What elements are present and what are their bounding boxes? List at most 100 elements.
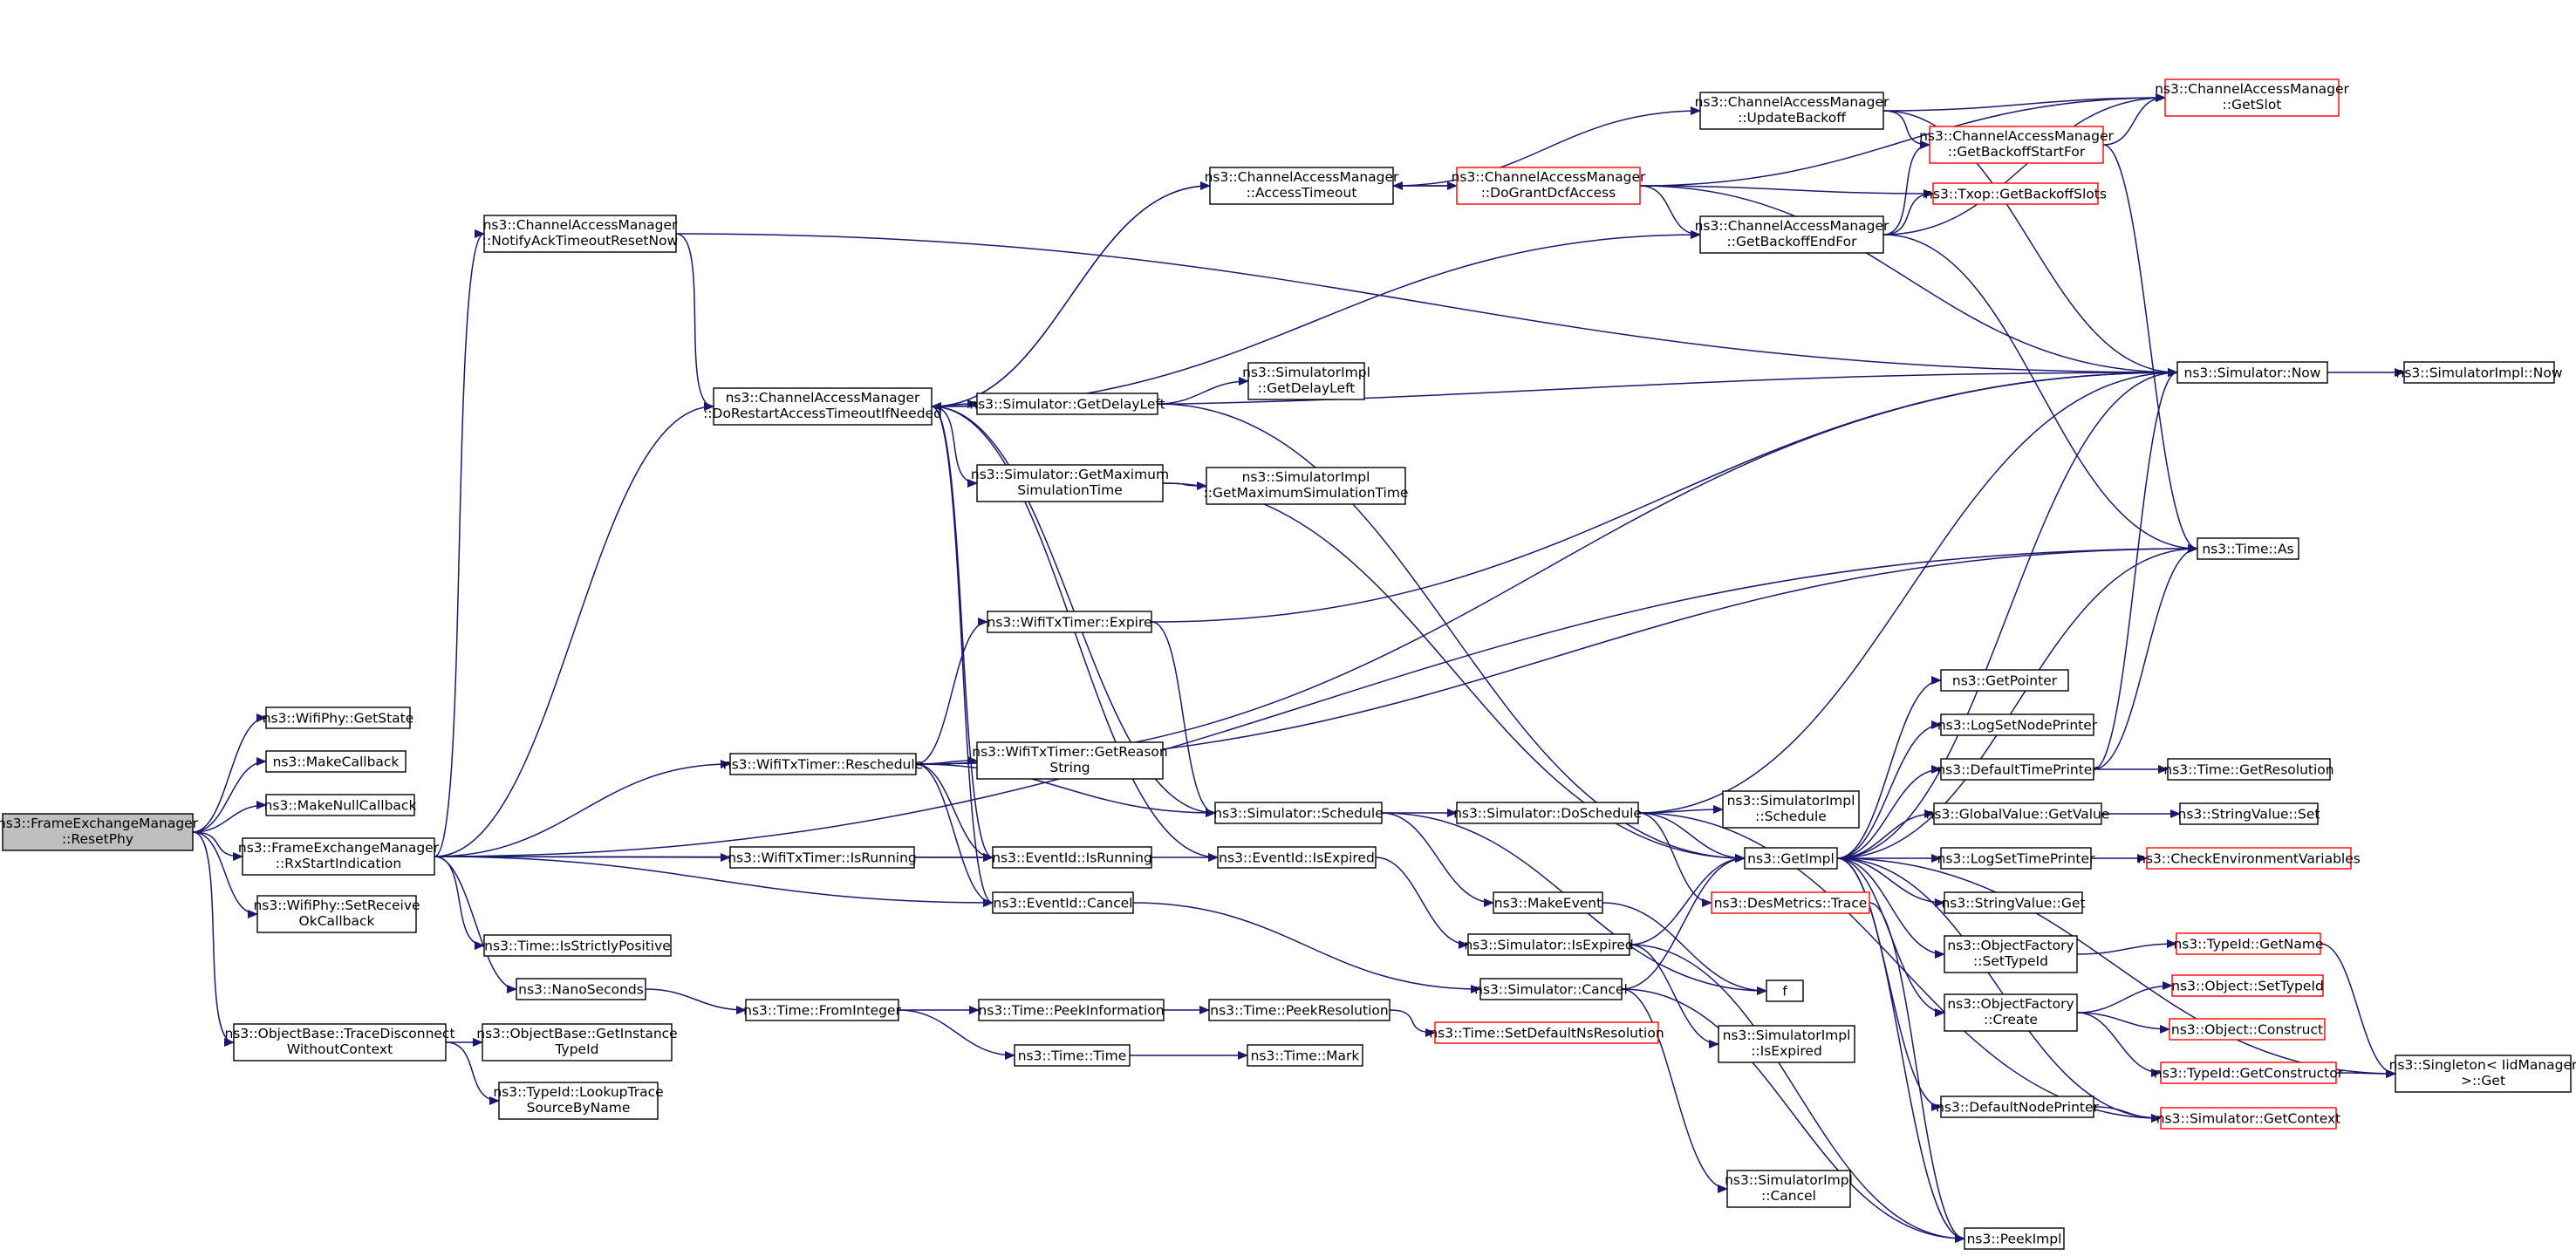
node-objsettypeid[interactable]: ns3::Object::SetTypeId — [2171, 974, 2324, 997]
node-dograntdcf[interactable]: ns3::ChannelAccessManager::DoGrantDcfAcc… — [1452, 167, 1646, 205]
node-box — [1699, 92, 1884, 130]
node-peekresolution[interactable]: ns3::Time::PeekResolution — [1208, 999, 1390, 1021]
node-resetphy[interactable]: ns3::FrameExchangeManager::ResetPhy — [0, 813, 199, 851]
node-dorestart[interactable]: ns3::ChannelAccessManager::DoRestartAcce… — [703, 387, 942, 426]
node-label: ns3::MakeEvent — [1494, 896, 1602, 911]
node-getstate[interactable]: ns3::WifiPhy::GetState — [263, 706, 414, 729]
node-label: ::DoRestartAccessTimeoutIfNeeded — [703, 406, 942, 421]
node-reschedule[interactable]: ns3::WifiTxTimer::Reschedule — [723, 753, 923, 775]
node-makecallback[interactable]: ns3::MakeCallback — [265, 750, 407, 773]
node-simcancel[interactable]: ns3::Simulator::Cancel — [1474, 978, 1628, 1000]
node-timetime[interactable]: ns3::Time::Time — [1014, 1044, 1131, 1067]
node-label: ns3::TypeId::LookupTrace — [493, 1084, 663, 1100]
node-getdelayleft[interactable]: ns3::Simulator::GetDelayLeft — [969, 392, 1165, 415]
node-evisexpired[interactable]: ns3::EventId::IsExpired — [1217, 846, 1377, 869]
node-getbackoffendfor[interactable]: ns3::ChannelAccessManager::GetBackoffEnd… — [1695, 215, 1889, 254]
node-f[interactable]: f — [1766, 980, 1804, 1002]
node-stringvalueget[interactable]: ns3::StringValue::Get — [1941, 891, 2086, 914]
node-expire[interactable]: ns3::WifiTxTimer::Expire — [987, 611, 1152, 633]
node-getbackoffslots[interactable]: ns3::Txop::GetBackoffSlots — [1924, 182, 2107, 205]
node-impl_schedule[interactable]: ns3::SimulatorImpl::Schedule — [1722, 790, 1860, 829]
node-schedule[interactable]: ns3::Simulator::Schedule — [1213, 802, 1384, 824]
node-box — [2160, 1061, 2337, 1084]
node-defaultnodeprinter[interactable]: ns3::DefaultNodePrinter — [1936, 1096, 2100, 1118]
edge-getimpl-to-ofcreate — [1836, 857, 1945, 1017]
node-ofcreate[interactable]: ns3::ObjectFactory::Create — [1944, 993, 2078, 1032]
node-makeevent[interactable]: ns3::MakeEvent — [1493, 891, 1603, 914]
node-rxstart[interactable]: ns3::FrameExchangeManager::RxStartIndica… — [238, 837, 440, 876]
node-notifyack[interactable]: ns3::ChannelAccessManager::NotifyAckTime… — [482, 215, 679, 253]
node-box — [1940, 1096, 2094, 1118]
node-impl_cancel[interactable]: ns3::SimulatorImpl::Cancel — [1725, 1170, 1853, 1208]
node-getimpl[interactable]: ns3::GetImpl — [1744, 847, 1838, 870]
node-typeidgetname[interactable]: ns3::TypeId::GetName — [2173, 932, 2324, 955]
node-evcancel[interactable]: ns3::EventId::Cancel — [992, 891, 1134, 914]
node-label: ns3::ChannelAccessManager — [483, 217, 678, 233]
node-simimplnow[interactable]: ns3::SimulatorImpl::Now — [2395, 361, 2563, 384]
edge-rxstart-to-isstrictlypositive — [434, 856, 485, 950]
node-label: ns3::FrameExchangeManager — [0, 816, 199, 831]
node-doschedule[interactable]: ns3::Simulator::DoSchedule — [1453, 802, 1642, 824]
node-timeas[interactable]: ns3::Time::As — [2197, 537, 2299, 560]
node-box — [1722, 790, 1860, 829]
node-isrunning_timer[interactable]: ns3::WifiTxTimer::IsRunning — [728, 846, 917, 869]
node-nanoseconds[interactable]: ns3::NanoSeconds — [516, 978, 646, 1000]
edge-simcancel-to-peekimpl — [1621, 988, 1965, 1243]
node-label: ns3::DesMetrics::Trace — [1714, 896, 1868, 911]
node-checkenv[interactable]: ns3::CheckEnvironmentVariables — [2137, 847, 2361, 870]
node-box — [1766, 980, 1804, 1002]
node-evisrunning[interactable]: ns3::EventId::IsRunning — [992, 846, 1152, 869]
node-box — [976, 392, 1158, 415]
node-isstrictlypositive[interactable]: ns3::Time::IsStrictlyPositive — [483, 934, 672, 957]
node-logsettimeprinter[interactable]: ns3::LogSetTimePrinter — [1937, 847, 2095, 870]
node-box — [1964, 1227, 2065, 1250]
node-timegetresolution[interactable]: ns3::Time::GetResolution — [2163, 758, 2334, 781]
node-label: ns3::ChannelAccessManager — [726, 390, 920, 406]
node-peekimpl[interactable]: ns3::PeekImpl — [1964, 1227, 2065, 1250]
node-tracedisconnect[interactable]: ns3::ObjectBase::TraceDisconnectWithoutC… — [224, 1023, 455, 1061]
node-singletonget[interactable]: ns3::Singleton< IidManager>::Get — [2389, 1055, 2576, 1093]
node-updatebackoff[interactable]: ns3::ChannelAccessManager::UpdateBackoff — [1695, 92, 1889, 130]
node-makenullcallback[interactable]: ns3::MakeNullCallback — [264, 794, 417, 816]
node-box — [1217, 846, 1377, 869]
node-simisexpired[interactable]: ns3::Simulator::IsExpired — [1464, 933, 1634, 956]
node-stringvalueset[interactable]: ns3::StringValue::Set — [2178, 802, 2320, 825]
node-getpointer[interactable]: ns3::GetPointer — [1940, 669, 2069, 692]
node-label: ns3::Time::PeekInformation — [978, 1003, 1164, 1019]
node-accesstimeout[interactable]: ns3::ChannelAccessManager::AccessTimeout — [1205, 167, 1399, 205]
node-desmetrics[interactable]: ns3::DesMetrics::Trace — [1711, 891, 1870, 914]
node-defaulttimeprinter[interactable]: ns3::DefaultTimePrinter — [1937, 758, 2098, 781]
node-logsetnodeprinter[interactable]: ns3::LogSetNodePrinter — [1937, 713, 2098, 736]
node-simgetcontext[interactable]: ns3::Simulator::GetContext — [2156, 1107, 2341, 1130]
node-timemark[interactable]: ns3::Time::Mark — [1247, 1044, 1363, 1067]
edge-expire-to-simnow — [1151, 368, 2178, 623]
node-impl_isexpired[interactable]: ns3::SimulatorImpl::IsExpired — [1718, 1025, 1855, 1063]
node-label: ::ResetPhy — [62, 831, 133, 847]
node-label: ns3::TypeId::GetName — [2173, 937, 2323, 952]
node-ofsettypeid[interactable]: ns3::ObjectFactory::SetTypeId — [1944, 935, 2078, 973]
node-box — [1209, 167, 1394, 205]
node-objconstruct[interactable]: ns3::Object::Construct — [2169, 1018, 2326, 1041]
node-getbackoffstartfor[interactable]: ns3::ChannelAccessManager::GetBackoffSta… — [1919, 126, 2115, 164]
node-globalvaluegetvalue[interactable]: ns3::GlobalValue::GetValue — [1926, 802, 2110, 825]
node-frominteger[interactable]: ns3::Time::FromInteger — [743, 999, 901, 1021]
node-getmaxsim[interactable]: ns3::Simulator::GetMaximumSimulationTime — [971, 464, 1169, 502]
node-peekinfo[interactable]: ns3::Time::PeekInformation — [978, 999, 1165, 1021]
edge-tracedisconnect-to-lookuptrace — [445, 1041, 500, 1105]
node-label: f — [1782, 984, 1787, 1000]
node-impl_getdelayleft[interactable]: ns3::SimulatorImpl::GetDelayLeft — [1242, 362, 1370, 400]
node-typeidgetconstructor[interactable]: ns3::TypeId::GetConstructor — [2154, 1061, 2344, 1084]
node-box — [1014, 1044, 1131, 1067]
node-label: ns3::GetPointer — [1952, 673, 2058, 689]
node-label: ::AccessTimeout — [1247, 185, 1357, 201]
node-label: WithoutContext — [287, 1041, 393, 1057]
node-setdefaultns[interactable]: ns3::Time::SetDefaultNsResolution — [1429, 1021, 1664, 1044]
node-impl_getmaxsim[interactable]: ns3::SimulatorImpl::GetMaximumSimulation… — [1204, 467, 1409, 505]
node-getslot[interactable]: ns3::ChannelAccessManager::GetSlot — [2155, 78, 2350, 117]
node-label: ns3::WifiTxTimer::Expire — [987, 615, 1151, 631]
node-simnow[interactable]: ns3::Simulator::Now — [2176, 361, 2328, 384]
